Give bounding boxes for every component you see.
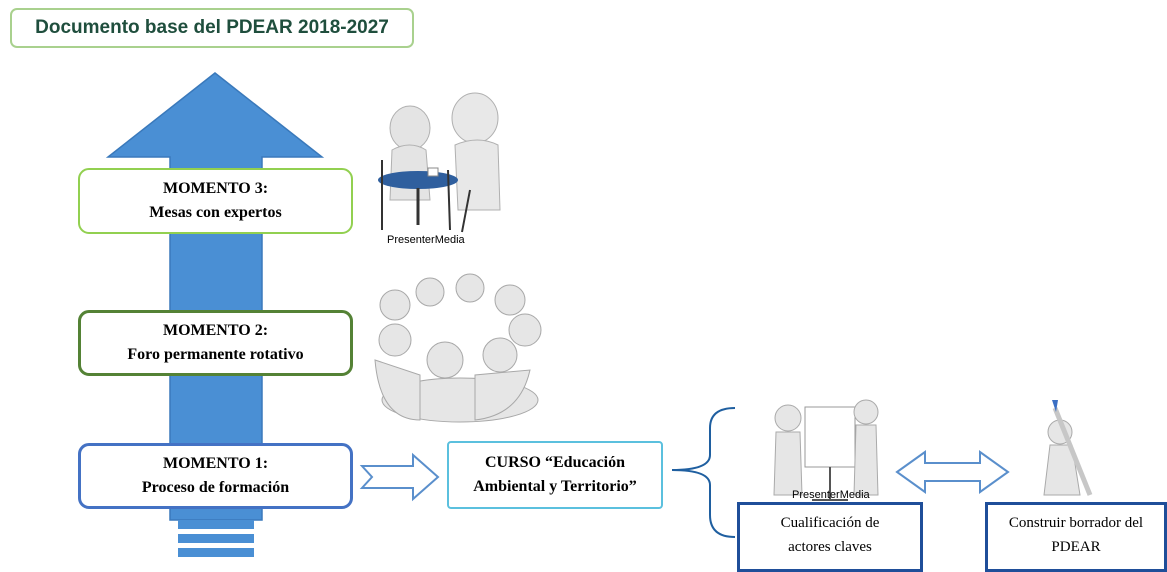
moment-1-heading: MOMENTO 1: xyxy=(162,455,269,472)
moment-1-subtitle: Proceso de formación xyxy=(141,479,290,496)
moment-3-box: MOMENTO 3: Mesas con expertos xyxy=(78,168,353,234)
course-line-1: CURSO “Educación xyxy=(484,454,626,471)
course-line-2: Ambiental y Territorio” xyxy=(473,478,637,495)
draft-line-2: PDEAR xyxy=(1051,539,1101,555)
arrow-shaft-stripes xyxy=(178,520,254,557)
moment-3-heading: MOMENTO 3: xyxy=(162,180,269,197)
builder-with-pencil-illustration xyxy=(1043,400,1093,496)
qualification-line-2: actores claves xyxy=(788,539,872,555)
circle-of-figures-illustration xyxy=(374,273,542,423)
course-box: CURSO “Educación Ambiental y Territorio” xyxy=(447,441,663,509)
draft-box: Construir borrador del PDEAR xyxy=(985,502,1167,572)
moment-2-subtitle: Foro permanente rotativo xyxy=(127,346,304,363)
presenter-watermark-1: PresenterMedia xyxy=(387,234,466,246)
moment-1-box: MOMENTO 1: Proceso de formación xyxy=(78,443,353,509)
qualification-line-1: Cualificación de xyxy=(780,515,880,531)
figures-at-table-illustration xyxy=(378,92,501,233)
document-title: Documento base del PDEAR 2018-2027 xyxy=(10,8,414,48)
moment-3-subtitle: Mesas con expertos xyxy=(149,204,282,221)
double-headed-arrow xyxy=(895,450,1010,494)
hollow-right-arrow xyxy=(359,452,440,502)
qualification-box: Cualificación de actores claves xyxy=(737,502,923,572)
presenter-at-whiteboard-illustration xyxy=(773,399,879,501)
presenter-watermark-2: PresenterMedia xyxy=(792,489,871,501)
curly-brace xyxy=(671,407,736,538)
moment-2-box: MOMENTO 2: Foro permanente rotativo xyxy=(78,310,353,376)
draft-line-1: Construir borrador del xyxy=(1008,515,1144,531)
diagram-canvas: PresenterMedia PresenterMedia xyxy=(105,72,1093,557)
moment-2-heading: MOMENTO 2: xyxy=(162,322,269,339)
